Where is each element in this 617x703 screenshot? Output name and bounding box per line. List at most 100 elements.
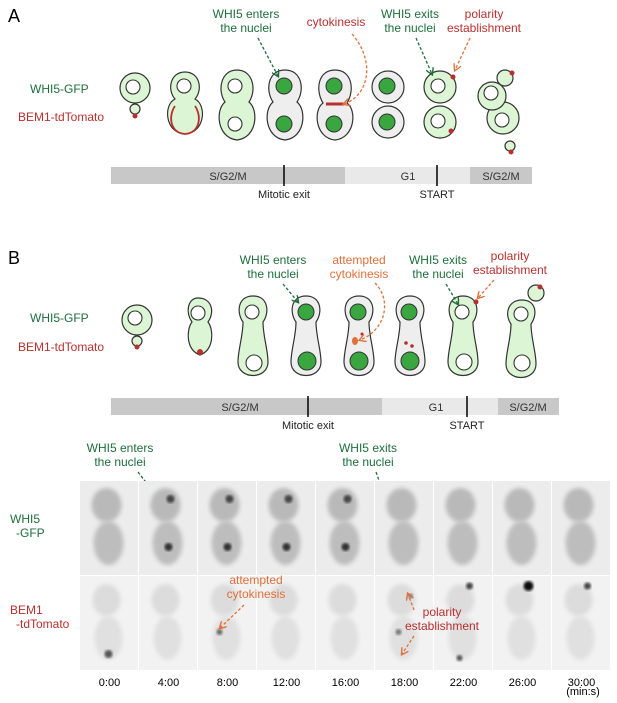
arrow-b-exits bbox=[445, 283, 458, 304]
bem1-spot bbox=[509, 70, 515, 76]
whi5-frame bbox=[493, 481, 551, 575]
bem1-frame bbox=[80, 576, 138, 670]
cell-a1 bbox=[119, 72, 151, 119]
panel-b-ann-enters-1: WHI5 enters bbox=[240, 253, 307, 267]
cell-a5 bbox=[316, 69, 354, 141]
phase-label-b-sg2m-2: S/G2/M bbox=[509, 402, 546, 414]
micro-arrow-polarity-1 bbox=[408, 594, 415, 611]
bem1-spot bbox=[450, 74, 456, 80]
bem1-frame bbox=[257, 576, 315, 670]
cell-b7 bbox=[447, 295, 479, 376]
time-label: 8:00 bbox=[217, 677, 238, 689]
whi5-frame bbox=[375, 481, 433, 575]
arrow-b-enters bbox=[282, 283, 298, 302]
micro-arrow-polarity-2 bbox=[402, 635, 415, 654]
panel-b-ann-enters-2: the nuclei bbox=[247, 267, 298, 281]
panel-a-ann-enters-1: WHI5 enters bbox=[213, 7, 280, 21]
time-label: 4:00 bbox=[158, 677, 179, 689]
phase-bar-sg2m-1 bbox=[111, 167, 345, 184]
nucleus bbox=[125, 79, 141, 95]
cell-b3 bbox=[237, 295, 269, 376]
row2-label-1: BEM1 bbox=[10, 603, 43, 617]
panel-a-ann-polarity-1: polarity bbox=[465, 7, 504, 21]
bem1-spot bbox=[132, 113, 138, 119]
nucleus bbox=[227, 116, 243, 132]
row2-label-2: -tdTomato bbox=[16, 617, 70, 631]
bem1-frame bbox=[139, 576, 197, 670]
whi5-frame bbox=[552, 481, 610, 575]
phase-bar-g1 bbox=[345, 167, 470, 184]
bem1-spot bbox=[448, 128, 454, 134]
nucleus bbox=[430, 113, 446, 129]
micro-ann-enters-2: the nuclei bbox=[94, 455, 145, 469]
arrow-b-polarity bbox=[478, 279, 495, 298]
panel-b-whi5-label: WHI5-GFP bbox=[30, 311, 89, 325]
cell-b2 bbox=[187, 297, 213, 356]
panel-a: A WHI5-GFP BEM1-tdTomato bbox=[8, 6, 532, 201]
phase-bar-b-g1 bbox=[382, 398, 498, 415]
time-unit: (min:s) bbox=[566, 686, 600, 698]
micro-ann-exits-2: the nuclei bbox=[342, 455, 393, 469]
cell-b1 bbox=[121, 304, 153, 350]
panel-b-ann-polarity-2: establishment bbox=[473, 263, 548, 277]
phase-bar-b-sg2m-1 bbox=[111, 398, 382, 415]
start-label: START bbox=[419, 189, 454, 201]
bem1-frame bbox=[552, 576, 610, 670]
micro-ann-polarity-2: establishment bbox=[405, 619, 480, 633]
whi5-frame bbox=[316, 481, 374, 575]
phase-label-sg2m-1: S/G2/M bbox=[209, 171, 246, 183]
panel-b: B WHI5-GFP BEM1-tdTomato bbox=[8, 248, 559, 432]
panel-a-bem1-label: BEM1-tdTomato bbox=[18, 110, 104, 124]
arrow-enters bbox=[257, 37, 278, 76]
panel-a-ann-exits-1: WHI5 exits bbox=[381, 7, 439, 21]
arrow-exits bbox=[415, 37, 432, 74]
bem1-spot bbox=[508, 149, 514, 155]
panel-b-ann-attempted-1: attempted bbox=[332, 253, 385, 267]
nucleus-green bbox=[325, 77, 343, 95]
phase-label-b-g1: G1 bbox=[429, 402, 444, 414]
micro-ann-attempted-1: attempted bbox=[229, 573, 282, 587]
panel-a-letter: A bbox=[8, 6, 20, 26]
cell-a7 bbox=[423, 70, 457, 139]
phase-label-g1: G1 bbox=[401, 171, 416, 183]
arrow-cytokinesis bbox=[344, 33, 368, 104]
bem1-frame bbox=[493, 576, 551, 670]
nucleus bbox=[176, 78, 192, 94]
whi5-frame bbox=[434, 481, 492, 575]
cell-a6 bbox=[371, 70, 405, 139]
panel-a-ann-cytokinesis: cytokinesis bbox=[307, 15, 366, 29]
phase-bar-b-sg2m-2 bbox=[498, 398, 559, 415]
panel-b-ann-attempted-2: cytokinesis bbox=[330, 267, 389, 281]
panel-a-ann-enters-2: the nuclei bbox=[220, 21, 271, 35]
mitotic-exit-label: Mitotic exit bbox=[258, 189, 310, 201]
panel-b-ann-exits-2: the nuclei bbox=[412, 267, 463, 281]
nucleus-green bbox=[378, 77, 396, 95]
panel-a-whi5-label: WHI5-GFP bbox=[30, 82, 89, 96]
mitotic-exit-label-b: Mitotic exit bbox=[282, 420, 334, 432]
micro-arrow-attempted bbox=[220, 604, 245, 628]
arrow-polarity bbox=[455, 37, 471, 70]
nucleus bbox=[430, 78, 446, 94]
micro-ann-enters-1: WHI5 enters bbox=[87, 441, 154, 455]
phase-bar-sg2m-2 bbox=[470, 167, 532, 184]
time-label: 16:00 bbox=[332, 677, 360, 689]
panel-b-letter: B bbox=[8, 248, 20, 268]
time-label: 26:00 bbox=[509, 677, 537, 689]
nucleus-green bbox=[275, 77, 293, 95]
cell-b4 bbox=[290, 295, 322, 376]
cell-a3 bbox=[218, 69, 256, 141]
whi5-frame bbox=[257, 481, 315, 575]
bem1-frame bbox=[434, 576, 492, 670]
cell-a2 bbox=[167, 71, 203, 135]
arrow-b-attempted bbox=[360, 282, 386, 340]
nucleus bbox=[483, 85, 499, 101]
panel-b-ann-polarity-1: polarity bbox=[491, 249, 530, 263]
panel-a-ann-polarity-2: establishment bbox=[447, 21, 522, 35]
cell-a4 bbox=[266, 69, 304, 141]
cell-a8 bbox=[477, 69, 520, 155]
micro-ann-polarity-1: polarity bbox=[423, 605, 462, 619]
nucleus-green bbox=[275, 115, 293, 133]
whi5-frame bbox=[198, 481, 256, 575]
